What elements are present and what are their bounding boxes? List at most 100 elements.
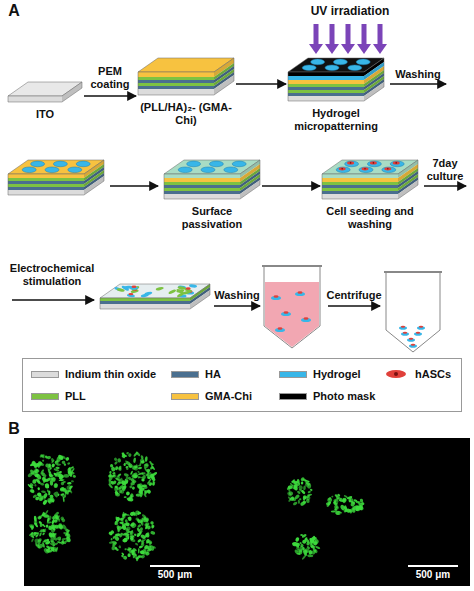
passivated-slide [164,160,260,199]
cell-signal [43,539,47,543]
slab-layer [288,87,364,90]
cell-signal [152,480,155,485]
cell-signal [42,499,48,506]
cell-signal [138,467,142,470]
uv-arrow-shaft [362,24,367,44]
hydrogel-spot [209,161,223,167]
hydrogel-disk [401,332,409,336]
cell-signal [121,487,126,492]
slab-layer [138,89,214,95]
hydrogel-disk [407,338,415,342]
cell-signal [63,531,69,536]
legend-label: HA [205,368,221,380]
cell-signal [127,553,130,557]
cell-signal [123,538,127,542]
slab-layer [138,77,214,80]
step-label: Centrifuge [323,289,385,302]
conical-tube [384,272,442,352]
cell-signal [292,542,298,547]
process-arrow [262,185,320,186]
stage-label: (PLL/HA)₂- (GMA-Chi) [138,101,234,127]
cell-signal [351,507,356,514]
cell-signal [126,534,129,537]
cell [362,167,369,170]
cell-signal [70,490,73,493]
cell [131,286,136,288]
slab-layer [288,76,364,80]
stage-label: Hydrogel micropatterning [288,107,384,133]
cell-signal [46,521,52,524]
hydrogel-spot [31,161,45,167]
cell-signal [307,554,311,557]
cell-signal [58,523,64,530]
cell-signal [57,541,62,544]
cell-signal [118,545,121,549]
slab-layer [322,191,398,194]
process-arrow [328,305,380,306]
cell-signal [138,472,144,476]
cell-signal [147,471,150,474]
cell-signal [305,481,311,486]
cell-signal [62,461,66,465]
cell-signal [59,456,64,460]
cell-signal [290,483,294,487]
uv-arrow-shaft [346,24,351,44]
cell-signal [305,494,311,499]
slab-outline [288,58,384,101]
cell-signal [123,463,126,466]
cell-signal [126,451,130,454]
cell-signal [50,494,53,497]
cell-signal [29,462,35,467]
cell-signal [135,542,139,546]
cell-signal [54,483,58,488]
cell-signal [303,496,306,501]
cell-signal [138,548,140,554]
detached-hydrogel [116,288,124,293]
cell-signal [69,485,74,489]
process-stage: Cell seeding and washing [322,160,418,231]
cell-signal [143,547,148,552]
process-arrow [110,185,158,186]
cell-signal [147,547,153,552]
cell [347,161,354,164]
uv-arrow-shaft [314,24,319,44]
cell-signal [45,510,49,515]
hydrogel-disk [414,332,422,336]
cell-signal [39,461,44,465]
cell-signal [41,490,46,493]
legend-swatch [171,393,199,400]
step-label: PEM coating [84,65,136,91]
cell-signal [37,492,42,497]
slab-layer [288,80,364,84]
legend-swatch [279,393,307,400]
legend-label: Photo mask [313,390,375,402]
hydrogel-spot [356,59,370,65]
cell-signal [114,536,120,542]
cell-signal [292,542,298,547]
cell-signal [315,546,321,550]
hydrogel-spot [345,161,359,167]
cell-signal [32,494,37,499]
uv-arrow-shaft [378,24,383,44]
cell-signal [130,538,136,542]
cell-signal [126,491,130,495]
cell-signal [130,481,135,485]
legend-label: GMA-Chi [205,390,252,402]
slab-layer [322,185,398,188]
hydrogel-disk [271,296,281,300]
step-label: Washing [388,68,448,81]
scale-label: 500 μm [150,569,200,581]
cell-signal [112,541,117,545]
hydrogel-spot [333,59,347,65]
cell [401,326,405,328]
cell [386,370,406,378]
hydrogel-spot [201,167,215,173]
cell-signal [125,479,127,481]
hydrogel-disk [409,344,417,348]
fluorescent-cells [27,451,365,562]
cell-signal [67,482,72,485]
process-stage: ITO [8,82,82,121]
cell-signal [289,497,294,502]
cell-signal [51,459,55,464]
hydrogel-spot [325,65,339,71]
